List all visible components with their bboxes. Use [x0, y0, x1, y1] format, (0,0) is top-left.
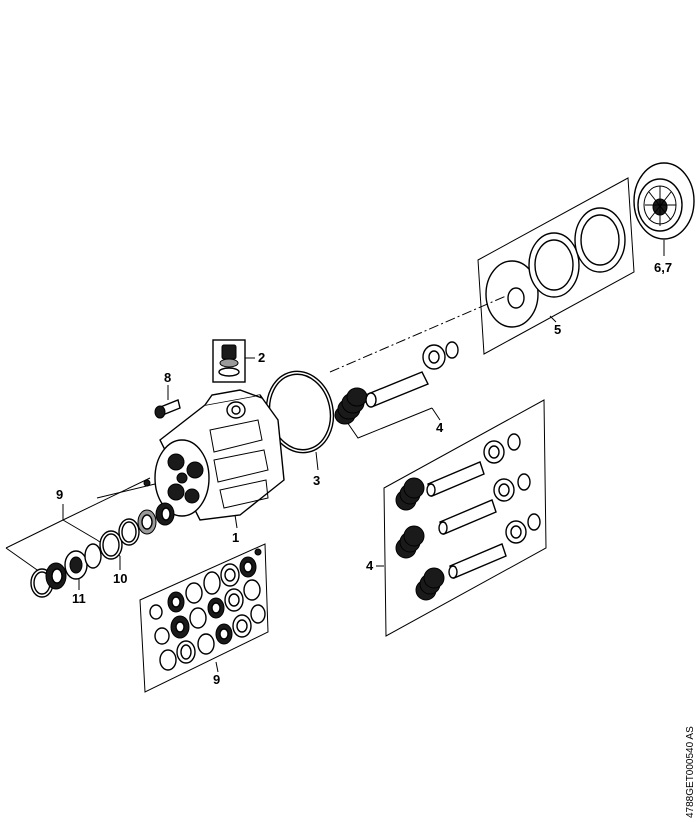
- spring-4-upper: [334, 387, 368, 425]
- leader-1: [234, 514, 238, 529]
- assembly-axis-line: [329, 295, 507, 373]
- leader-3: [315, 451, 319, 471]
- piston-4-upper: [365, 371, 429, 408]
- callout-10: 10: [113, 571, 127, 586]
- bearing-ring-5b: [528, 232, 580, 298]
- group-5-bracket: [477, 177, 635, 355]
- callout-3: 3: [313, 473, 320, 488]
- plug-2: [212, 339, 246, 383]
- callout-4-lower: 4: [366, 558, 374, 573]
- leader-9-lower: [215, 661, 219, 673]
- pump-head-1: [143, 389, 285, 521]
- piston-kit-4-row-3: [415, 513, 541, 601]
- callout-5: 5: [554, 322, 561, 337]
- piston-kit-4-row-1: [395, 433, 521, 511]
- piston-kit-4-row-2: [395, 473, 531, 559]
- seal-ring-stack: [30, 502, 175, 598]
- group-4-upper-bracket: [346, 407, 433, 439]
- piston-washer-4-upper: [422, 341, 459, 370]
- callout-1: 1: [232, 530, 239, 545]
- callout-11: 11: [72, 591, 86, 606]
- seal-kit-9-rings: [149, 548, 266, 671]
- callout-2: 2: [258, 350, 265, 365]
- seal-kit-9-box: [139, 543, 269, 693]
- callout-6-7: 6,7: [654, 260, 672, 275]
- drawing-code: 4788GET000540 AS: [685, 726, 696, 818]
- callout-4-upper: 4: [436, 420, 444, 435]
- piston-kit-4-box: [383, 399, 547, 637]
- leader-5: [549, 315, 557, 323]
- callout-8: 8: [164, 370, 171, 385]
- bearing-plate-5a: [485, 260, 539, 328]
- screw-8: [154, 399, 181, 419]
- callout-9-upper: 9: [56, 487, 63, 502]
- bearing-ring-5c: [574, 207, 626, 273]
- leader-4-upper: [431, 407, 441, 421]
- callout-9-lower: 9: [213, 672, 220, 687]
- end-cover-part: [633, 162, 695, 240]
